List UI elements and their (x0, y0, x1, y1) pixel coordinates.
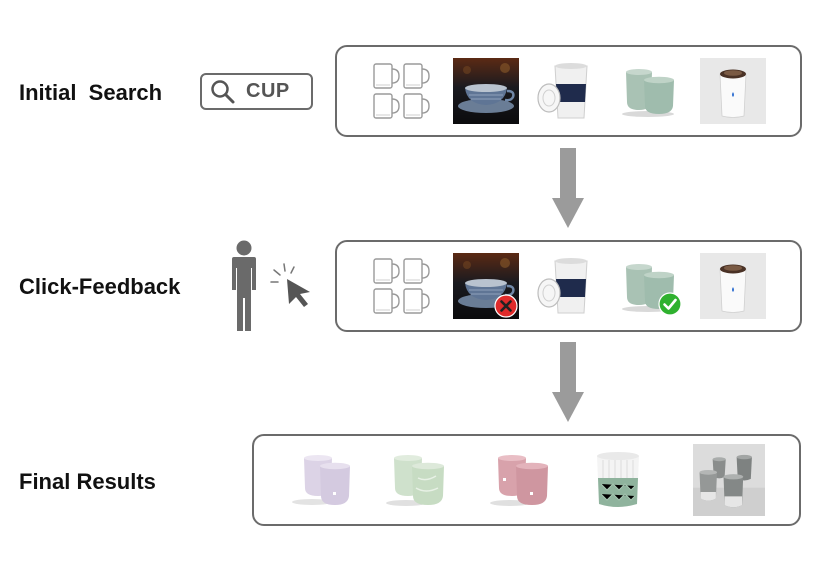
green-check-icon (658, 292, 682, 316)
feedback-thumbnail-white-tumbler[interactable] (700, 253, 766, 319)
result-thumbnail-glass-mugs[interactable] (370, 58, 436, 124)
feedback-thumbnail-travel-cup[interactable] (535, 253, 601, 319)
down-arrow-icon (552, 148, 584, 228)
down-arrow-icon (552, 342, 584, 422)
feedback-thumbnail-glass-mugs[interactable] (370, 253, 436, 319)
final-thumbnail-grey-ceramic-cups[interactable] (693, 444, 765, 516)
search-icon (211, 79, 235, 103)
click-cursor-icon (270, 263, 310, 307)
person-icon (232, 240, 256, 331)
final-thumbnail-lavender-cups[interactable] (290, 448, 356, 514)
stage-label-click-feedback: Click-Feedback (19, 274, 181, 299)
red-x-icon (494, 294, 518, 318)
final-thumbnail-sage-sleeve-cup[interactable] (585, 448, 651, 514)
final-thumbnail-green-marble-cups[interactable] (384, 448, 450, 514)
stage-label-final-results: Final Results (19, 469, 156, 494)
result-thumbnail-blue-teacup[interactable] (453, 58, 519, 124)
result-thumbnail-mint-cups[interactable] (618, 58, 684, 124)
stage-label-initial-search: Initial Search (19, 80, 163, 105)
search-box[interactable]: CUP (200, 73, 313, 110)
result-thumbnail-travel-cup[interactable] (535, 58, 601, 124)
final-thumbnail-pink-cups[interactable] (488, 448, 554, 514)
search-query-text: CUP (246, 80, 290, 102)
result-thumbnail-white-tumbler[interactable] (700, 58, 766, 124)
